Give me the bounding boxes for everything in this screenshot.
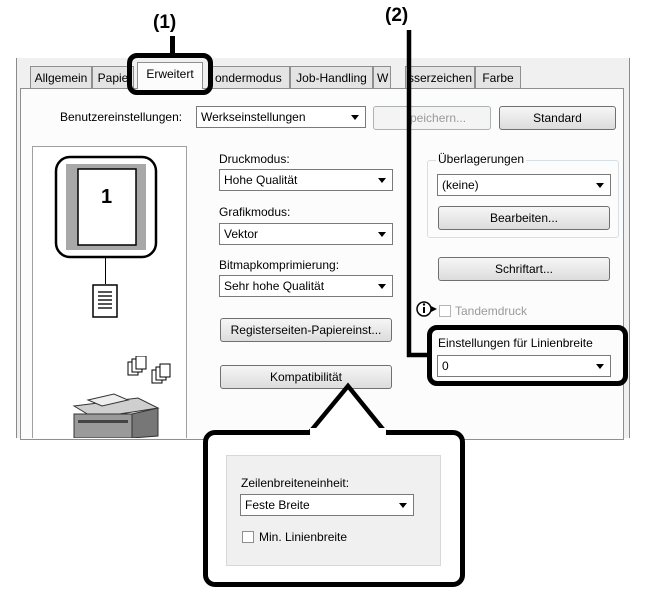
tab-farbe[interactable]: Farbe bbox=[475, 66, 521, 88]
edit-button-label: Bearbeiten... bbox=[489, 211, 559, 225]
callout-label-2: (2) bbox=[385, 5, 409, 26]
bitmap-compression-select[interactable]: Sehr hohe Qualität bbox=[219, 275, 393, 297]
tab-job-handling[interactable]: Job-Handling bbox=[290, 66, 373, 88]
callout-label-1: (1) bbox=[153, 12, 177, 33]
save-button-label: peichern... bbox=[410, 111, 467, 125]
print-mode-label: Druckmodus: bbox=[219, 152, 290, 166]
tandem-print-label: Tandemdruck bbox=[455, 304, 528, 318]
popup-tail-join bbox=[310, 428, 386, 435]
graphics-mode-select[interactable]: Vektor bbox=[219, 223, 393, 245]
min-line-width-checkbox[interactable] bbox=[242, 531, 254, 543]
callout-box-2 bbox=[427, 325, 628, 386]
line-width-value: 0 bbox=[442, 359, 449, 373]
tab-wasserzeichen-part-rest[interactable]: sserzeichen bbox=[405, 66, 475, 88]
chevron-down-icon bbox=[351, 115, 359, 120]
line-width-settings-label: Einstellungen für Linienbreite bbox=[438, 336, 593, 350]
printer-icon bbox=[72, 393, 160, 438]
graphics-mode-label: Grafikmodus: bbox=[219, 205, 291, 219]
collate-copies-icon bbox=[127, 356, 171, 384]
print-mode-select[interactable]: Hohe Qualität bbox=[219, 169, 393, 191]
chevron-down-icon bbox=[378, 284, 386, 289]
chevron-down-icon bbox=[378, 232, 386, 237]
info-icon bbox=[416, 301, 437, 317]
callout-pointer-2 bbox=[406, 30, 428, 358]
compatibility-button[interactable]: Kompatibilität bbox=[220, 365, 392, 389]
chevron-down-icon bbox=[399, 503, 407, 508]
tab-sondermodus[interactable]: ondermodus bbox=[208, 66, 290, 88]
overlays-select[interactable]: (keine) bbox=[437, 174, 611, 196]
font-button-label: Schriftart... bbox=[494, 262, 553, 276]
chevron-down-icon bbox=[378, 178, 386, 183]
preview-connector bbox=[105, 258, 106, 284]
tab-pages-paper-settings-button[interactable]: Registerseiten-Papiereinst... bbox=[220, 318, 392, 342]
compatibility-button-label: Kompatibilität bbox=[269, 370, 343, 384]
page-preview-icon bbox=[54, 155, 158, 259]
tandem-print-checkbox[interactable] bbox=[439, 305, 451, 317]
line-width-unit-select[interactable]: Feste Breite bbox=[240, 494, 414, 516]
edit-button[interactable]: Bearbeiten... bbox=[438, 206, 610, 230]
min-line-width-label: Min. Linienbreite bbox=[259, 530, 348, 544]
document-icon bbox=[92, 284, 118, 318]
tab-erweitert[interactable]: Erweitert bbox=[137, 62, 203, 89]
graphics-mode-value: Vektor bbox=[224, 227, 259, 241]
tab-papier[interactable]: Papie bbox=[92, 66, 134, 88]
bitmap-compression-label: Bitmapkomprimierung: bbox=[219, 258, 340, 272]
callout-pointer-1 bbox=[170, 36, 175, 56]
chevron-down-icon bbox=[596, 364, 604, 369]
line-width-select[interactable]: 0 bbox=[437, 355, 611, 377]
standard-button[interactable]: Standard bbox=[499, 106, 616, 130]
standard-button-label: Standard bbox=[533, 111, 582, 125]
save-button[interactable]: peichern... bbox=[373, 106, 491, 130]
font-button[interactable]: Schriftart... bbox=[438, 257, 610, 281]
callout-box-1 bbox=[127, 53, 213, 95]
overlays-value: (keine) bbox=[442, 178, 479, 192]
bitmap-compression-value: Sehr hohe Qualität bbox=[224, 279, 325, 293]
chevron-down-icon bbox=[596, 183, 604, 188]
tab-pages-paper-settings-button-label: Registerseiten-Papiereinst... bbox=[230, 323, 382, 337]
page-number: 1 bbox=[101, 186, 113, 208]
tab-allgemein[interactable]: Allgemein bbox=[30, 66, 92, 88]
line-width-unit-value: Feste Breite bbox=[245, 498, 310, 512]
user-settings-value: Werkseinstellungen bbox=[201, 110, 306, 124]
user-settings-label: Benutzereinstellungen: bbox=[60, 110, 183, 124]
user-settings-select[interactable]: Werkseinstellungen bbox=[196, 106, 366, 128]
line-width-unit-label: Zeilenbreiteneinheit: bbox=[241, 476, 350, 490]
print-mode-value: Hohe Qualität bbox=[224, 173, 298, 187]
overlays-label: Überlagerungen bbox=[436, 152, 527, 166]
tab-wasserzeichen-part-w[interactable]: W bbox=[373, 66, 391, 88]
